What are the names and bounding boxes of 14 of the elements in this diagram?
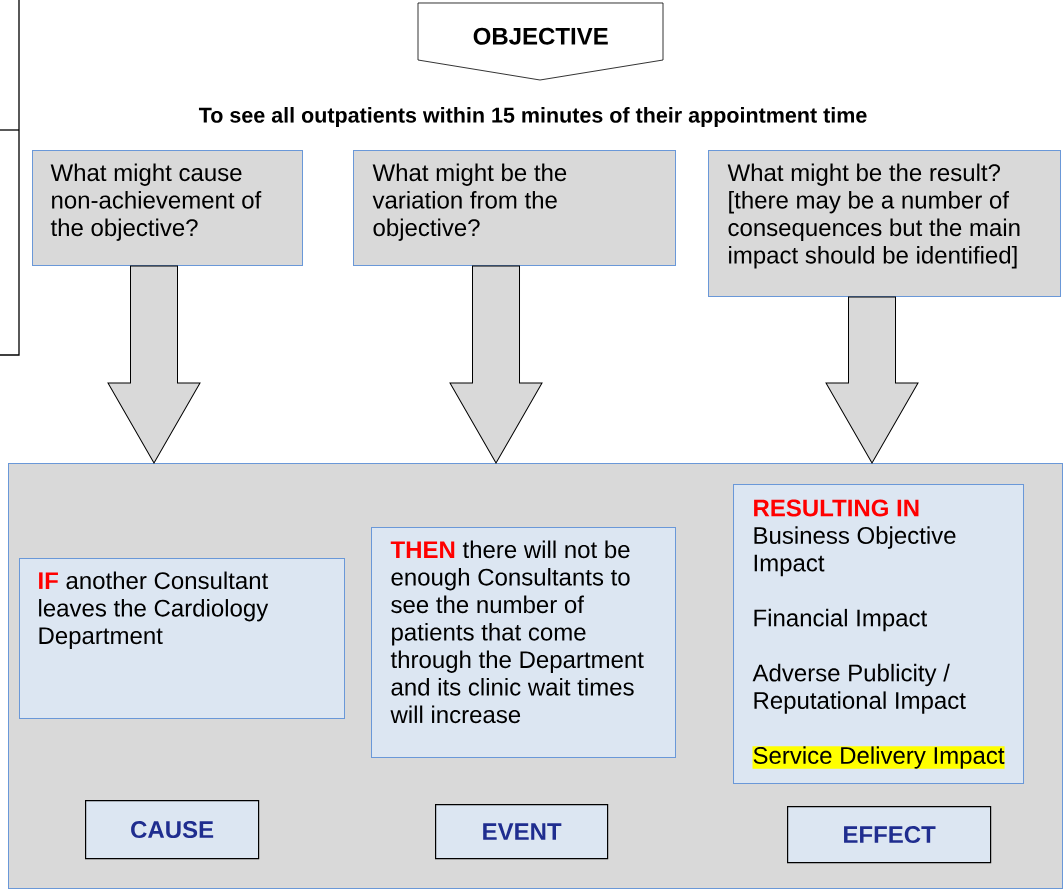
- category-box: EVENT: [435, 804, 609, 860]
- statement-box: THEN there will not be enough Consultants to see the number of patients that come through the Department and its clinic wait times will increase: [371, 527, 676, 758]
- block-arrow: [107, 265, 201, 464]
- objective-banner: OBJECTIVE: [417, 2, 664, 81]
- block-arrow: [449, 265, 543, 464]
- block-arrow: [825, 296, 919, 464]
- objective-statement: To see all outpatients within 15 minutes of their appointment time: [198, 107, 867, 128]
- category-box: EFFECT: [787, 806, 992, 864]
- question-box: What might cause non-achievement of the objective?: [32, 150, 303, 266]
- statement-box: IF another Consultant leaves the Cardiology Department: [19, 558, 345, 719]
- question-box: What might be the result? [there may be a number of consequences but the main impact should be identified]: [708, 150, 1061, 297]
- question-box: What might be the variation from the objective?: [353, 150, 676, 266]
- category-box: CAUSE: [85, 800, 260, 860]
- statement-box: RESULTING IN Business Objective Impact Financial Impact Adverse Publicity / Reputational Impact Service Delivery Impact: [733, 484, 1024, 784]
